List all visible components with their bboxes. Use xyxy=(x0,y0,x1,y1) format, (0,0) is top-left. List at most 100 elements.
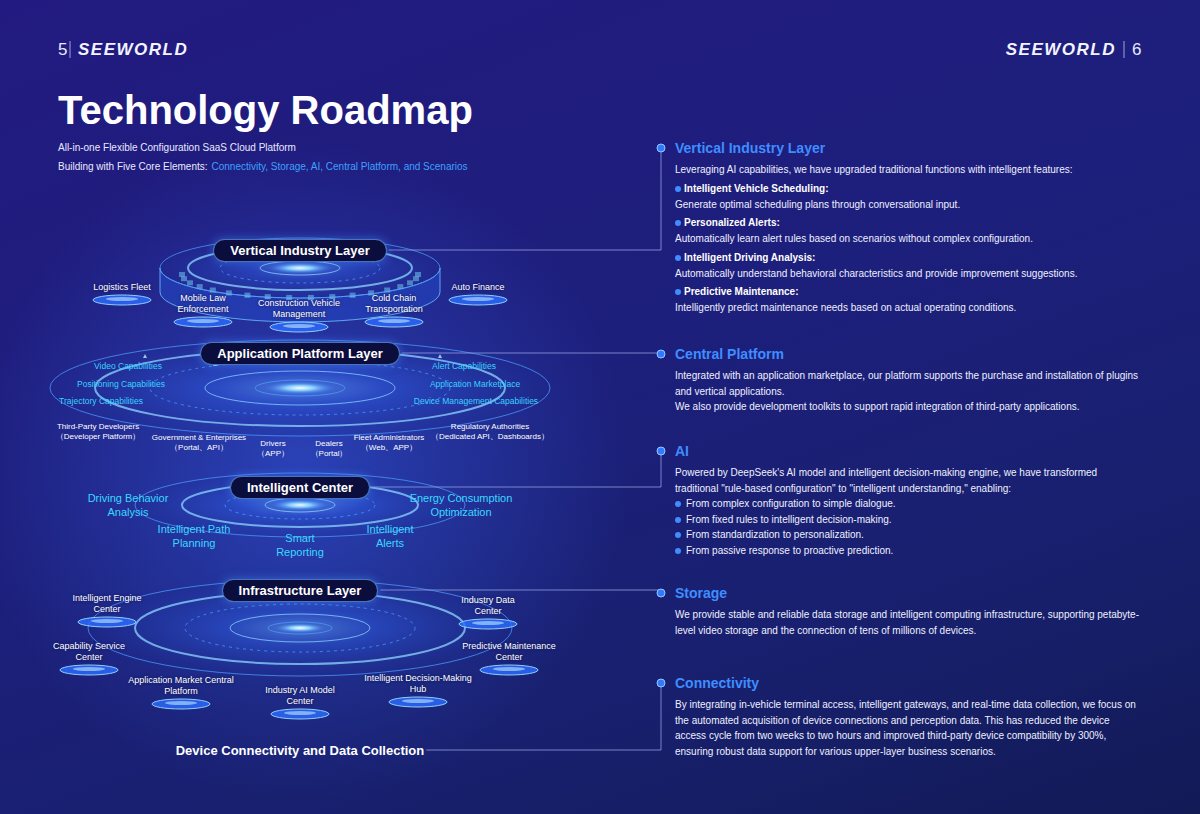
pad-highlight xyxy=(73,667,105,671)
layer-pill: Intelligent Center xyxy=(230,476,370,499)
pad-disc xyxy=(449,295,507,305)
feature-section: Central PlatformIntegrated with an appli… xyxy=(661,345,1139,415)
feature-section: ConnectivityBy integrating in-vehicle te… xyxy=(661,674,1139,759)
section-text: Predictive Maintenance: xyxy=(675,284,1139,300)
node-label: Infrastructure Layer xyxy=(239,582,362,599)
user-label: Third-Party Developers （Developer Platfo… xyxy=(48,422,148,442)
platform-module: Intelligent Engine Center xyxy=(66,593,148,628)
pad-highlight xyxy=(493,667,525,671)
pad-disc xyxy=(365,317,423,327)
brand-logo: SEEWORLD xyxy=(1006,40,1116,60)
feature-section: Storage We provide stable and reliable da… xyxy=(661,584,1139,638)
node-label: Cold Chain Transportation xyxy=(354,293,434,315)
leader-connector xyxy=(402,353,661,354)
node-label: Logistics Fleet xyxy=(77,282,167,293)
background-glow xyxy=(0,140,630,800)
capability-label: Alert Capabilities xyxy=(432,361,496,371)
platform-ring xyxy=(230,614,370,642)
infrastructure-platform xyxy=(88,580,512,676)
header-divider xyxy=(1124,41,1125,58)
platform-module: Construction Vehicle Management xyxy=(249,298,349,333)
pad-highlight xyxy=(472,621,504,625)
pad-highlight xyxy=(165,701,197,705)
section-text: Automatically understand behavioral char… xyxy=(675,266,1139,282)
pad-disc xyxy=(174,317,232,327)
page-title: Technology Roadmap xyxy=(58,88,473,133)
intelligence-label: Smart Reporting xyxy=(270,531,330,559)
platform-ring xyxy=(50,340,550,436)
connector-dot xyxy=(657,350,665,358)
platform-ring xyxy=(268,622,332,634)
section-heading: Central Platform xyxy=(675,345,1139,363)
section-text: Intelligently predict maintenance needs … xyxy=(675,300,1139,316)
user-label: Regulatory Authorities （Dedicated API、Da… xyxy=(428,422,552,442)
module-pad xyxy=(447,294,509,306)
vertical-top xyxy=(160,238,440,298)
user-label: Drivers （APP） xyxy=(253,439,293,459)
platform-core xyxy=(274,623,325,633)
leader-connector xyxy=(380,590,661,593)
node-label: Device Connectivity and Data Collection xyxy=(176,743,425,758)
platform-ring xyxy=(150,361,450,415)
header-divider xyxy=(70,41,71,58)
platform-module: Industry Data Center xyxy=(453,595,523,630)
section-text: Automatically learn alert rules based on… xyxy=(675,231,1139,247)
layer-pill: Application Platform Layer xyxy=(200,342,399,365)
section-text: Integrated with an application marketpla… xyxy=(675,368,1139,399)
capability-label: Video Capabilities xyxy=(94,361,162,371)
node-label: Vertical Industry Layer xyxy=(230,242,369,259)
subtitle: Connectivity, Storage, AI, Central Platf… xyxy=(212,161,468,172)
module-pad xyxy=(172,316,234,328)
module-pad xyxy=(478,664,540,676)
section-text: Powered by DeepSeek's AI model and intel… xyxy=(675,465,1139,496)
platform-ring xyxy=(160,238,440,298)
pad-disc xyxy=(60,665,118,675)
pad-disc xyxy=(93,295,151,305)
platform-ring xyxy=(135,592,465,664)
intelligence-label: Energy Consumption Optimization xyxy=(397,491,525,519)
pad-disc xyxy=(152,699,210,709)
layer-pill: Infrastructure Layer xyxy=(222,579,379,602)
up-arrow xyxy=(438,354,442,358)
foundation-label: Device Connectivity and Data Collection xyxy=(176,743,425,758)
subtitle: Building with Five Core Elements: xyxy=(58,161,208,172)
platform-module: Predictive Maintenance Center xyxy=(454,641,564,676)
pad-disc xyxy=(459,619,517,629)
capability-label: Device Management Capabilities xyxy=(414,396,538,406)
user-label: Dealers （Portal） xyxy=(304,439,354,459)
subtitle: All-in-one Flexible Configuration SaaS C… xyxy=(58,142,296,153)
connector-dot xyxy=(657,589,665,597)
node-label: Application Market Central Platform xyxy=(126,675,236,697)
section-text: From standardization to personalization. xyxy=(675,527,1139,543)
platform-module: Mobile Law Enforcement xyxy=(163,293,243,328)
feature-section: AIPowered by DeepSeek's AI model and int… xyxy=(661,442,1139,558)
platform-core xyxy=(264,382,336,395)
section-text: From passive response to proactive predi… xyxy=(675,543,1139,559)
pad-disc xyxy=(389,697,447,707)
section-text: Leveraging AI capabilities, we have upgr… xyxy=(675,162,1139,178)
connector-dot xyxy=(657,144,665,152)
node-label: Industry Data Center xyxy=(453,595,523,617)
module-pad xyxy=(150,698,212,710)
platform-ring xyxy=(265,498,335,512)
node-label: Auto Finance xyxy=(433,282,523,293)
page-number: 6 xyxy=(1132,40,1141,60)
pad-disc xyxy=(78,617,136,627)
platform-module: Auto Finance xyxy=(433,282,523,306)
pad-highlight xyxy=(284,711,316,715)
node-label: Application Platform Layer xyxy=(217,345,382,362)
capability-label: Application Marketplace xyxy=(430,379,520,389)
feature-section: Vertical Industry LayerLeveraging AI cap… xyxy=(661,139,1139,316)
application-platform xyxy=(50,340,550,436)
leader-connector xyxy=(426,683,661,750)
section-text: From complex configuration to simple dia… xyxy=(675,496,1139,512)
pad-highlight xyxy=(187,319,219,323)
pad-highlight xyxy=(91,619,123,623)
section-text: We provide stable and reliable data stor… xyxy=(675,607,1139,638)
platform-core xyxy=(268,262,332,273)
module-pad xyxy=(387,696,449,708)
leader-connector xyxy=(372,451,661,487)
section-text: Intelligent Vehicle Scheduling: xyxy=(675,181,1139,197)
section-heading: Storage xyxy=(675,584,1139,602)
